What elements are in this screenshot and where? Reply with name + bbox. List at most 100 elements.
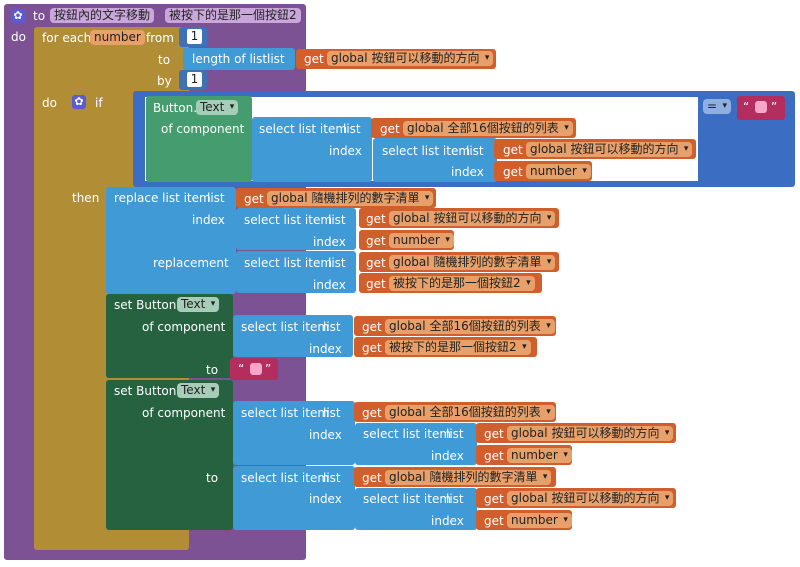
var-dropdown[interactable]: global 按鈕可以移動的方向 — [526, 142, 693, 157]
var-dropdown[interactable]: global 按鈕可以移動的方向 — [507, 491, 674, 506]
select-list-item-label: select list item — [241, 320, 330, 334]
length-of-list-label: length of list — [192, 52, 268, 66]
get-label: get — [362, 471, 382, 485]
replace-list-item-label: replace list item — [114, 191, 211, 205]
set-to-label: to — [206, 363, 219, 377]
var-dropdown[interactable]: 被按下的是那一個按鈕2 — [389, 276, 535, 291]
var-dropdown[interactable]: number — [507, 448, 572, 463]
procedure-gear-icon[interactable]: ✿ — [11, 9, 25, 23]
select-list-item-label: select list item — [241, 406, 330, 420]
replace-list-label: list — [207, 191, 225, 205]
replacement-label: replacement — [153, 256, 229, 270]
length-list-label: list — [267, 52, 285, 66]
set-button-prop[interactable]: Text — [177, 383, 220, 398]
quote-open: “ — [743, 100, 750, 114]
by-number[interactable]: 1 — [187, 72, 202, 87]
select-list-label: list — [328, 213, 346, 227]
select-list-item-label: select list item — [363, 492, 452, 506]
get-label: get — [362, 341, 382, 355]
select-list-item-label: select list item — [244, 256, 333, 270]
select-list-item-label: select list item — [244, 213, 333, 227]
var-dropdown[interactable]: number — [389, 233, 454, 248]
select-list-item-all16d[interactable] — [233, 401, 355, 465]
select-list-item-movable-c[interactable] — [355, 488, 477, 530]
replace-list-item-block[interactable] — [106, 187, 236, 294]
set-of-component-label: of component — [142, 320, 226, 334]
get-label: get — [380, 122, 400, 136]
get-label: get — [484, 427, 504, 441]
select-list-item-all16c[interactable] — [233, 315, 353, 357]
get-label: get — [503, 165, 523, 179]
compare-operator[interactable]: = — [703, 99, 732, 114]
var-dropdown[interactable]: 被按下的是那一個按鈕2 — [385, 340, 531, 355]
get-label: get — [244, 192, 264, 206]
select-index-label: index — [431, 514, 464, 528]
replace-index-label: index — [192, 213, 225, 227]
button-getter-label: Button. — [153, 101, 198, 115]
string-value[interactable] — [250, 363, 262, 375]
by-label: by — [157, 74, 172, 88]
get-label: get — [366, 212, 386, 226]
select-list-item-label: select list item — [259, 122, 348, 136]
from-label: from — [146, 31, 174, 45]
var-dropdown[interactable]: global 全部16個按鈕的列表 — [403, 121, 573, 136]
select-index-label: index — [313, 235, 346, 249]
get-label: get — [362, 320, 382, 334]
for-each-do-label: do — [42, 96, 57, 110]
var-dropdown[interactable]: global 隨機排列的數字清單 — [389, 255, 556, 270]
for-each-var[interactable]: number — [90, 30, 145, 45]
get-label: get — [484, 492, 504, 506]
select-list-item-movable[interactable] — [373, 138, 497, 182]
select-index-label: index — [309, 492, 342, 506]
select-list-item-movable-b[interactable] — [355, 423, 477, 465]
to-label: to — [158, 53, 171, 67]
length-of-list-block[interactable] — [183, 48, 295, 70]
set-button-prop[interactable]: Text — [177, 297, 220, 312]
select-list-label: list — [446, 492, 464, 506]
var-dropdown[interactable]: global 隨機排列的數字清單 — [267, 191, 434, 206]
select-index-label: index — [431, 449, 464, 463]
procedure-param[interactable]: 被按下的是那一個按鈕2 — [165, 8, 301, 23]
procedure-do-label: do — [11, 30, 26, 44]
set-of-component-label: of component — [142, 406, 226, 420]
select-list-item-random[interactable] — [236, 251, 356, 293]
var-dropdown[interactable]: global 全部16個按鈕的列表 — [385, 405, 555, 420]
quote-close: ” — [771, 100, 778, 114]
select-index-label: index — [309, 342, 342, 356]
for-each-label: for each — [42, 31, 92, 45]
select-index-label: index — [329, 144, 362, 158]
get-label: get — [304, 52, 324, 66]
procedure-to-label: to — [33, 9, 46, 23]
var-dropdown[interactable]: global 隨機排列的數字清單 — [385, 470, 552, 485]
select-index-label: index — [313, 278, 346, 292]
get-label: get — [484, 449, 504, 463]
var-dropdown[interactable]: global 全部16個按鈕的列表 — [385, 319, 555, 334]
procedure-name-field[interactable]: 按鈕內的文字移動 — [50, 8, 155, 23]
select-list-label: list — [323, 320, 341, 334]
var-dropdown[interactable]: number — [507, 513, 572, 528]
select-list-label: list — [328, 256, 346, 270]
if-label: if — [95, 96, 103, 110]
var-dropdown[interactable]: global 按鈕可以移動的方向 — [507, 426, 674, 441]
string-value[interactable] — [755, 101, 767, 113]
get-label: get — [366, 256, 386, 270]
set-to-label: to — [206, 471, 219, 485]
select-list-item-label: select list item — [382, 144, 471, 158]
select-list-label: list — [323, 406, 341, 420]
if-gear-icon[interactable]: ✿ — [72, 95, 86, 109]
quote-open: “ — [238, 362, 245, 376]
select-list-item-all16b[interactable] — [236, 208, 356, 250]
set-button-text-block-2[interactable] — [106, 380, 233, 530]
select-list-item-random-b[interactable] — [233, 466, 355, 530]
get-label: get — [484, 514, 504, 528]
get-label: get — [362, 406, 382, 420]
select-list-item-all16[interactable] — [252, 117, 372, 182]
var-dropdown[interactable]: global 按鈕可以移動的方向 — [327, 51, 494, 66]
var-dropdown[interactable]: number — [526, 164, 591, 179]
select-list-item-label: select list item — [241, 471, 330, 485]
select-list-label: list — [446, 427, 464, 441]
from-number[interactable]: 1 — [187, 29, 202, 44]
var-dropdown[interactable]: global 按鈕可以移動的方向 — [389, 211, 556, 226]
button-getter-prop[interactable]: Text — [196, 100, 239, 115]
quote-close: ” — [265, 362, 272, 376]
